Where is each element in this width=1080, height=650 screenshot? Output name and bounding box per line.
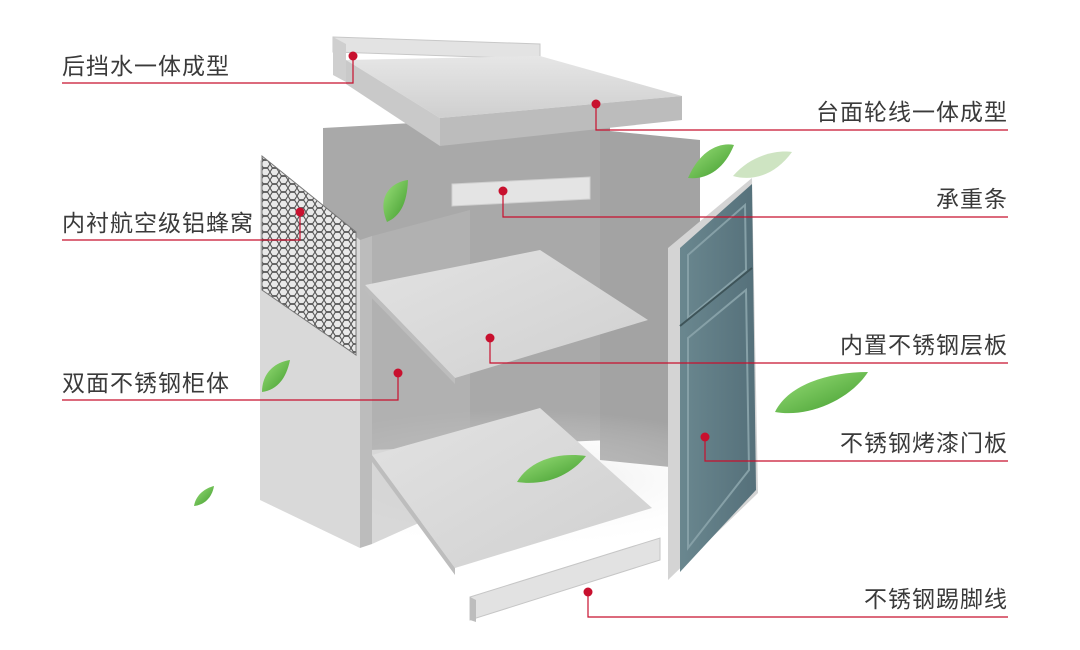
- callout-line-kickboard: [587, 592, 1008, 618]
- honeycomb-panel: [261, 154, 357, 356]
- label-backsplash: 后挡水一体成型: [62, 54, 230, 80]
- door-upper-inset: [687, 202, 748, 321]
- countertop-front: [440, 96, 682, 146]
- leaf-3: [733, 151, 792, 178]
- left-side-panel-edge: [360, 236, 372, 548]
- callout-line-countertop: [595, 104, 1008, 131]
- label-bearing-bar: 承重条: [936, 187, 1008, 213]
- middle-shelf: [365, 250, 648, 378]
- callout-dot-countertop: [591, 99, 601, 109]
- backsplash-strip: [332, 36, 541, 60]
- callout-dot-backsplash: [348, 51, 358, 61]
- callout-dot-cabinet-body: [393, 368, 403, 378]
- middle-shelf-edge: [365, 285, 455, 384]
- door-divider: [679, 267, 753, 327]
- bottom-board-edge: [372, 455, 455, 575]
- countertop-side: [346, 60, 440, 146]
- label-door: 不锈钢烤漆门板: [840, 431, 1008, 457]
- kickboard-end: [470, 597, 476, 622]
- leaf-1: [383, 180, 408, 222]
- callout-dot-bearing-bar: [498, 186, 508, 196]
- callout-dot-shelf: [485, 333, 495, 343]
- label-shelf: 内置不锈钢层板: [840, 333, 1008, 359]
- callout-line-honeycomb: [62, 212, 301, 241]
- leaf-7: [194, 486, 214, 506]
- callout-dot-door: [700, 432, 710, 442]
- callout-line-backsplash: [62, 56, 354, 84]
- label-honeycomb: 内衬航空级铝蜂窝: [62, 211, 254, 237]
- leaf-6: [517, 455, 586, 483]
- callout-line-shelf: [489, 338, 1008, 364]
- callout-line-bearing-bar: [502, 191, 1008, 218]
- door-lower-inset: [687, 287, 751, 551]
- callout-dots: [295, 51, 710, 597]
- callout-lines: [62, 56, 1008, 618]
- leaf-5: [775, 372, 868, 414]
- label-kickboard: 不锈钢踢脚线: [864, 587, 1008, 613]
- callout-line-cabinet-body: [62, 373, 399, 401]
- bearing-bar: [451, 176, 591, 207]
- bottom-board: [372, 408, 652, 568]
- callout-line-door: [704, 437, 1008, 462]
- callout-dot-kickboard: [583, 587, 593, 597]
- label-countertop: 台面轮线一体成型: [816, 100, 1008, 126]
- backsplash-face: [333, 37, 346, 82]
- leaf-2: [688, 144, 734, 179]
- label-cabinet-body: 双面不锈钢柜体: [62, 371, 230, 397]
- leaf-4: [262, 360, 290, 392]
- callout-dot-honeycomb: [295, 207, 305, 217]
